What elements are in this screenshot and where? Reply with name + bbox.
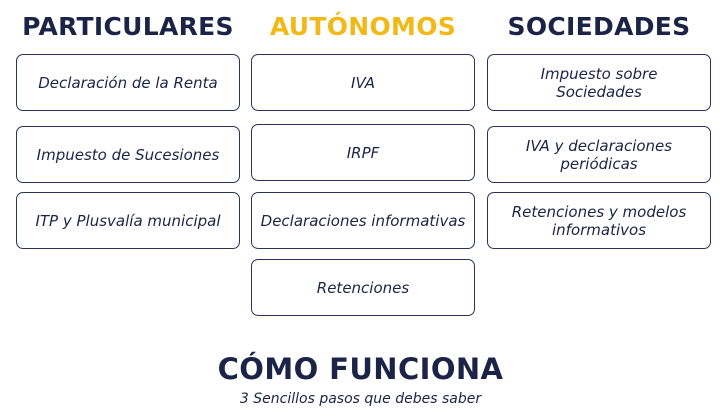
column-title-sociedades: SOCIEDADES [507,12,691,41]
how-it-works-subtitle: 3 Sencillos pasos que debes saber [239,391,482,407]
card-label: IRPF [346,143,380,162]
card-iva[interactable]: IVA [251,54,475,111]
column-title-particulares: PARTICULARES [22,12,234,41]
card-retenciones[interactable]: Retenciones [251,259,475,316]
card-irpf[interactable]: IRPF [251,124,475,181]
card-label: IVA y declaraciones periódicas [525,136,673,173]
card-label: Impuesto sobre Sociedades [540,64,658,101]
column-title-autonomos: AUTÓNOMOS [269,12,457,41]
card-impuesto-sucesiones[interactable]: Impuesto de Sucesiones [16,126,240,183]
column-particulares: PARTICULARES Declaración de la Renta Imp… [16,0,240,340]
card-label: Declaración de la Renta [38,73,218,92]
card-label: ITP y Plusvalía municipal [35,211,221,230]
column-autonomos: AUTÓNOMOS IVA IRPF Declaraciones informa… [251,0,475,340]
how-it-works-title: CÓMO FUNCIONA [217,352,504,386]
card-declaracion-renta[interactable]: Declaración de la Renta [16,54,240,111]
card-label: Declaraciones informativas [260,211,466,230]
card-itp-plusvalia[interactable]: ITP y Plusvalía municipal [16,192,240,249]
card-label: Impuesto de Sucesiones [36,145,220,164]
card-retenciones-modelos[interactable]: Retenciones y modelos informativos [487,192,711,249]
card-impuesto-sociedades[interactable]: Impuesto sobre Sociedades [487,54,711,111]
card-declaraciones-informativas[interactable]: Declaraciones informativas [251,192,475,249]
card-iva-declaraciones-periodicas[interactable]: IVA y declaraciones periódicas [487,126,711,183]
card-label: Retenciones y modelos informativos [511,202,687,239]
card-label: IVA [351,73,375,92]
column-sociedades: SOCIEDADES Impuesto sobre Sociedades IVA… [487,0,711,340]
card-label: Retenciones [316,278,410,297]
